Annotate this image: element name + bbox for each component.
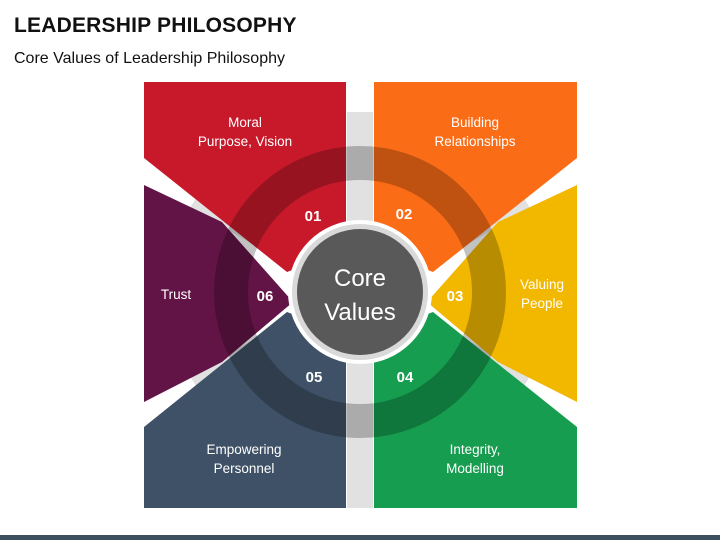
page-subtitle: Core Values of Leadership Philosophy <box>14 50 285 67</box>
segment-01-label-line2: Purpose, Vision <box>198 134 292 149</box>
inner-ring-shade <box>214 146 506 438</box>
segment-06-panel <box>144 185 293 402</box>
hub-label-line2: Values <box>324 299 396 326</box>
inner-ring <box>214 146 506 438</box>
segment-02-number: 02 <box>396 206 413 223</box>
segment-05-label-line1: Empowering <box>206 442 281 457</box>
segment-06-number: 06 <box>257 288 274 305</box>
segment-03-panel <box>427 185 577 402</box>
segment-numbers: 01 02 03 04 05 06 <box>257 206 464 386</box>
segment-02-label-line1: Building <box>451 115 499 130</box>
segment-03-label-line1: Valuing <box>520 277 564 292</box>
segment-03-label-line2: People <box>521 296 563 311</box>
segment-02-panel <box>374 82 577 272</box>
hub-circle <box>297 229 423 355</box>
core-values-hub: Core Values <box>288 220 432 364</box>
segment-02-label-line2: Relationships <box>434 134 515 149</box>
segment-05-label-line2: Personnel <box>214 461 275 476</box>
segment-03-number: 03 <box>447 288 464 305</box>
page-title: LEADERSHIP PHILOSOPHY <box>14 14 297 37</box>
bottom-bar <box>0 535 720 540</box>
segment-04-label-line2: Modelling <box>446 461 504 476</box>
segment-04-panel <box>374 312 577 508</box>
segment-05-panel <box>144 312 346 508</box>
segment-04-label-line1: Integrity, <box>450 442 501 457</box>
hub-label-line1: Core <box>334 265 386 292</box>
segment-01-number: 01 <box>305 208 322 225</box>
segment-labels: Moral Purpose, Vision Building Relations… <box>161 115 564 476</box>
segment-01-panel <box>144 82 346 272</box>
segment-06-label: Trust <box>161 287 191 302</box>
segment-04-number: 04 <box>397 369 414 386</box>
segment-01-label-line1: Moral <box>228 115 262 130</box>
segment-05-number: 05 <box>306 369 323 386</box>
